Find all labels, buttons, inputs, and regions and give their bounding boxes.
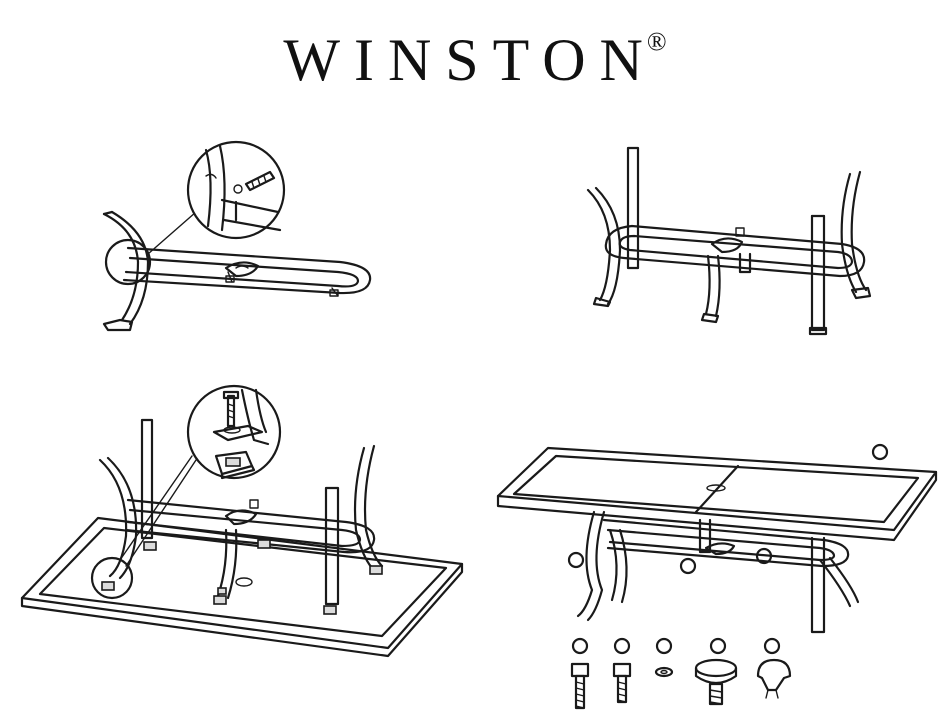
part-d-callout xyxy=(711,639,725,653)
part-e-callout xyxy=(765,639,779,653)
step-3-panel xyxy=(22,386,462,656)
part-a-callout xyxy=(573,639,587,653)
part-c-callout xyxy=(657,639,671,653)
step-1-panel xyxy=(104,142,370,330)
step-4-tabletop xyxy=(498,448,936,540)
step-1-frame xyxy=(124,248,370,296)
step-3-tabletop xyxy=(22,518,462,656)
step-2-legs xyxy=(588,148,870,334)
leveler-glide-icon xyxy=(696,660,736,704)
step-2-panel xyxy=(588,148,870,334)
part-b-callout xyxy=(615,639,629,653)
parts-legend xyxy=(572,639,790,708)
short-bolt-icon xyxy=(614,664,630,702)
cap-icon xyxy=(758,660,790,698)
step-2-frame xyxy=(606,226,864,276)
step-4-panel xyxy=(498,445,936,632)
step-4-base xyxy=(578,512,858,632)
long-bolt-icon xyxy=(572,664,588,708)
washer-icon xyxy=(656,668,672,676)
